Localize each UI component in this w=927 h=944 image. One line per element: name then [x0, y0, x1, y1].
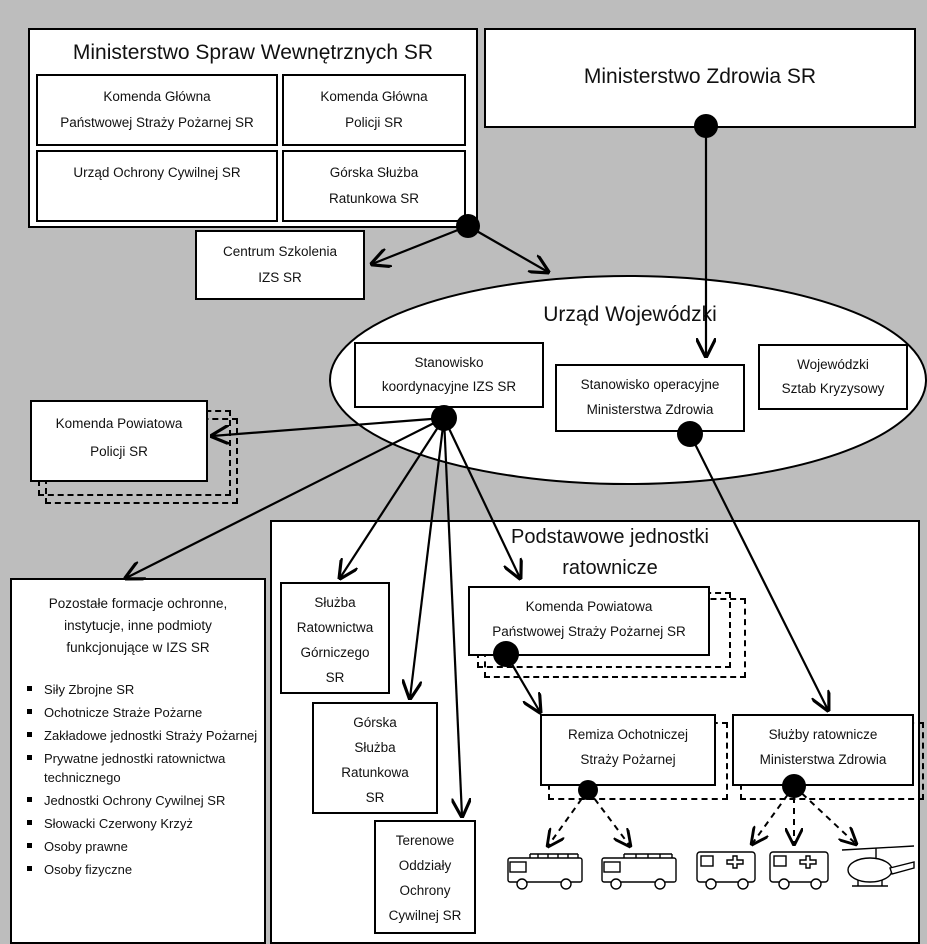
- remiza-line1: Remiza Ochotniczej: [567, 727, 689, 742]
- gorska-top-box: Górska Służba Ratunkowa SR: [282, 150, 466, 222]
- sluzba-gornicza-line4: SR: [325, 670, 345, 685]
- pjr-title-line2: ratownicze: [562, 557, 658, 579]
- sluzba-gornicza-line1: Służba: [314, 595, 356, 610]
- terenowe-line2: Oddziały: [398, 858, 452, 873]
- stanowisko-op-box: Stanowisko operacyjne Ministerstwa Zdrow…: [555, 364, 745, 432]
- pozostale-title-2: instytucje, inne podmioty: [64, 618, 212, 633]
- kg-policja-box: Komenda Główna Policji SR: [282, 74, 466, 146]
- sluzba-gornicza-box: Służba Ratownictwa Górniczego SR: [280, 582, 390, 694]
- sluzba-gornicza-line2: Ratownictwa: [296, 620, 374, 635]
- kp-psp-line2: Państwowej Straży Pożarnej SR: [492, 624, 686, 639]
- kg-policja-line1: Komenda Główna: [320, 89, 428, 104]
- connector-dot-sluzby: [782, 774, 806, 798]
- ambulance-icon: [696, 851, 756, 890]
- arrow-koord-kpp: [212, 416, 445, 436]
- uw-title: Urząd Wojewódzki: [543, 303, 717, 326]
- sluzba-gornicza-line3: Górniczego: [300, 645, 370, 660]
- arrow-msw-centrum: [372, 224, 469, 264]
- stanowisko-koord-line2: koordynacyjne IZS SR: [381, 379, 517, 394]
- connector-dot-mz: [694, 114, 718, 138]
- connector-dot-remiza: [578, 780, 598, 800]
- gorska-top-line1: Górska Służba: [329, 165, 419, 180]
- helicopter-icon: [841, 845, 915, 887]
- stanowisko-koord-line1: Stanowisko: [414, 355, 484, 370]
- list-item: Ochotnicze Straże Pożarne: [24, 703, 258, 722]
- kp-psp-box: Komenda Powiatowa Państwowej Straży Poża…: [468, 586, 710, 656]
- sluzby-ratownicze-box: Służby ratownicze Ministerstwa Zdrowia: [732, 714, 914, 786]
- list-item: Osoby prawne: [24, 837, 258, 856]
- centrum-line2: IZS SR: [258, 270, 302, 285]
- kpp-box: Komenda Powiatowa Policji SR: [30, 400, 208, 482]
- list-item: Słowacki Czerwony Krzyż: [24, 814, 258, 833]
- list-item: Siły Zbrojne SR: [24, 680, 258, 699]
- arrow-sluzby-helicopter: [793, 785, 856, 844]
- connector-dot-kppsp: [493, 641, 519, 667]
- arrow-remiza-firetruck-1: [548, 789, 589, 846]
- list-item: Zakładowe jednostki Straży Pożarnej: [24, 726, 258, 745]
- sztab-box: Wojewódzki Sztab Kryzysowy: [758, 344, 908, 410]
- pozostale-box: Pozostałe formacje ochronne, instytucje,…: [10, 578, 266, 944]
- pozostale-title-1: Pozostałe formacje ochronne,: [48, 596, 228, 611]
- gorska-box: Górska Służba Ratunkowa SR: [312, 702, 438, 814]
- centrum-box: Centrum Szkolenia IZS SR: [195, 230, 365, 300]
- arrow-koord-gorska: [410, 417, 446, 698]
- fire-truck-icon: [507, 853, 583, 890]
- arrow-koord-terenowe: [442, 417, 462, 816]
- kg-policja-line2: Policji SR: [345, 115, 403, 130]
- sluzby-line1: Służby ratownicze: [768, 727, 878, 742]
- pjr-title-line1: Podstawowe jednostki: [511, 526, 709, 548]
- pozostale-title-3: funkcjonujące w IZS SR: [66, 640, 210, 655]
- list-item: Prywatne jednostki ratownictwa techniczn…: [24, 749, 258, 787]
- arrow-koord-pozostale: [126, 417, 445, 578]
- kg-psp-line2: Państwowej Straży Pożarnej SR: [60, 115, 254, 130]
- arrow-remiza-firetruck-2: [587, 789, 630, 846]
- centrum-line1: Centrum Szkolenia: [222, 244, 338, 259]
- arrow-koord-kppsp: [443, 417, 520, 578]
- arrow-msw-uw: [467, 225, 548, 272]
- msw-title: Ministerstwo Spraw Wewnętrznych SR: [72, 41, 434, 64]
- kpp-line2: Policji SR: [90, 444, 148, 459]
- gorska-line3: Ratunkowa: [341, 765, 409, 780]
- pozostale-list: Siły Zbrojne SR Ochotnicze Straże Pożarn…: [24, 680, 258, 879]
- terenowe-line1: Terenowe: [395, 833, 455, 848]
- gorska-line2: Służba: [354, 740, 396, 755]
- list-item: Osoby fizyczne: [24, 860, 258, 879]
- gorska-top-line2: Ratunkowa SR: [328, 191, 420, 206]
- kg-psp-box: Komenda Główna Państwowej Straży Pożarne…: [36, 74, 278, 146]
- fire-truck-icon: [601, 853, 677, 890]
- arrow-op-sluzby: [689, 433, 828, 710]
- stanowisko-op-line2: Ministerstwa Zdrowia: [586, 402, 714, 417]
- connector-dot-koord: [431, 405, 457, 431]
- list-item: Jednostki Ochrony Cywilnej SR: [24, 791, 258, 810]
- ambulance-icon: [769, 851, 829, 890]
- terenowe-box: Terenowe Oddziały Ochrony Cywilnej SR: [374, 820, 476, 934]
- gorska-line4: SR: [365, 790, 385, 805]
- sluzby-line2: Ministerstwa Zdrowia: [759, 752, 887, 767]
- kp-psp-line1: Komenda Powiatowa: [525, 599, 653, 614]
- kpp-line1: Komenda Powiatowa: [55, 416, 183, 431]
- terenowe-line3: Ochrony: [399, 883, 451, 898]
- terenowe-line4: Cywilnej SR: [388, 908, 462, 923]
- stanowisko-koord-box: Stanowisko koordynacyjne IZS SR: [354, 342, 544, 408]
- remiza-box: Remiza Ochotniczej Straży Pożarnej: [540, 714, 716, 786]
- stanowisko-op-line1: Stanowisko operacyjne: [580, 377, 720, 392]
- sztab-line1: Wojewódzki: [797, 357, 869, 372]
- remiza-line2: Straży Pożarnej: [580, 752, 676, 767]
- uocs-box: Urząd Ochrony Cywilnej SR: [36, 150, 278, 222]
- uocs-label: Urząd Ochrony Cywilnej SR: [73, 165, 241, 180]
- connector-dot-op: [677, 421, 703, 447]
- sztab-line2: Sztab Kryzysowy: [781, 381, 885, 396]
- arrow-koord-gornicza: [340, 417, 445, 578]
- gorska-line1: Górska: [353, 715, 397, 730]
- kg-psp-line1: Komenda Główna: [103, 89, 211, 104]
- connector-dot-msw: [456, 214, 480, 238]
- mz-title: Ministerstwo Zdrowia SR: [583, 65, 817, 88]
